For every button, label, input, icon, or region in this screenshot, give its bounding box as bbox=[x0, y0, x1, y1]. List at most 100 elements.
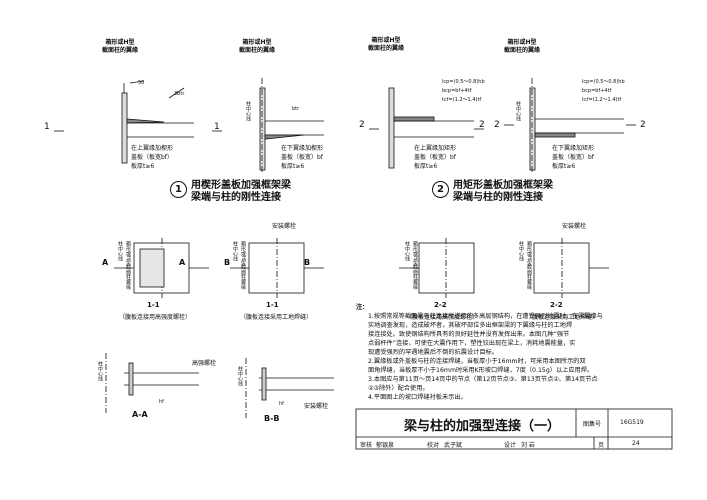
check-name: 武子斌 bbox=[444, 442, 463, 449]
section-mark-1-left: 1 bbox=[44, 122, 50, 132]
section-mark-2-right-b: 2 bbox=[640, 120, 646, 130]
note-wedge-top-3: 板厚t≥6 bbox=[131, 163, 155, 170]
mark-A-right: A bbox=[179, 258, 186, 267]
caption-3: （腹板连接用高强度螺栓） bbox=[406, 314, 479, 321]
note-wedge-2: 盖板（板宽）bf bbox=[281, 154, 323, 161]
note-line-5: 现遭受强烈的罕遇地震后不倒的抗震设计目标。 bbox=[368, 349, 498, 356]
dim-3btr: 3btr bbox=[174, 91, 185, 97]
mid-axis-label-4: 柱中心线 bbox=[518, 241, 524, 261]
detail-4-title: 箱形或H型 截面柱的翼缘 bbox=[504, 39, 541, 54]
note-wedge-1: 在下翼缘加楔形 bbox=[281, 145, 324, 152]
mid-flange-label-3: 箱形或H型截面柱翼缘 bbox=[412, 241, 418, 290]
formula-lcp: lcp=(0.5～0.8)hb bbox=[442, 79, 485, 85]
dim-50: 50 bbox=[138, 80, 145, 86]
dim-btr: btr bbox=[292, 106, 300, 112]
design-label: 设计 bbox=[504, 442, 517, 449]
detail-number-1: 1 bbox=[170, 181, 187, 198]
section-label-1-1: 1-1 bbox=[147, 301, 160, 309]
formula-tcf: tcf=(1.2～1.4)tf bbox=[442, 97, 482, 103]
detail-1-lines bbox=[54, 80, 222, 164]
drawing-sheet: 箱形或H型 截面柱的翼缘 箱形或H型 截面柱的翼缘 箱形或H型 截面柱的翼缘 箱… bbox=[34, 33, 674, 467]
mark-A-left: A bbox=[102, 258, 109, 267]
section-title-1-line2: 梁端与柱的刚性连接 bbox=[191, 192, 281, 203]
detail-4-lines bbox=[504, 78, 636, 173]
section-label-1-1b: 1-1 bbox=[266, 301, 279, 309]
formula-tcf-2: tcf=(1.2～1.4)tf bbox=[582, 97, 622, 103]
hf-label-1: hf bbox=[159, 399, 164, 405]
note-line-6: 2.翼缘板或外盖板与柱的连接焊缝，当板厚小于16mm时，可采用本图所示的双 bbox=[368, 358, 586, 365]
formula-bcp-2: bcp=bf+4tf bbox=[582, 88, 612, 94]
section-title-1-line1: 用楔形盖板加强框架梁 bbox=[191, 180, 291, 191]
note-line-1: 1.按照常规等截面梁与柱连接所进行的多高层钢结构，在遭受强烈地震时，在梁翼缘与 bbox=[368, 313, 603, 320]
note-line-7: 面角焊缝，当板厚不小于16mm时采用K形坡口焊缝，7度（0.15g）以上应用焊。 bbox=[368, 367, 594, 374]
note-line-3: 接连接处。致使钢结构所具有的良好延性并没有发挥出来。本图几种“强节 bbox=[368, 331, 570, 338]
detail-2-lines bbox=[259, 78, 324, 173]
atlas-number: 16G519 bbox=[620, 419, 644, 426]
check-label: 校对 bbox=[427, 442, 440, 449]
note-wedge-3: 板厚t≥6 bbox=[281, 163, 305, 170]
mid-axis-label-3: 柱中心线 bbox=[404, 241, 410, 261]
mid-axis-label-1: 柱中心线 bbox=[117, 241, 123, 261]
mid-axis-label-2: 柱中心线 bbox=[232, 241, 238, 261]
note-rect-3: 板厚t≥6 bbox=[414, 163, 438, 170]
hf-label-2: hf bbox=[279, 401, 284, 407]
formula-bcp: bcp=bf+4tf bbox=[442, 88, 472, 94]
note-wedge-top-1: 在上翼缘加楔形 bbox=[131, 145, 174, 152]
detail-2-title: 箱形或H型 截面柱的翼缘 bbox=[239, 39, 276, 54]
atlas-label: 图集号 bbox=[583, 421, 602, 428]
mid-flange-label-1: 箱形或H型截面柱翼缘 bbox=[125, 241, 131, 290]
detail-1-title: 箱形或H型 截面柱的翼缘 bbox=[102, 39, 139, 54]
note-rect-4: 在下翼缘加矩形 bbox=[552, 145, 595, 152]
section-label-B-B: B-B bbox=[264, 414, 280, 423]
mark-B-left: B bbox=[224, 258, 231, 267]
review-label: 审核 bbox=[360, 442, 373, 449]
caption-1: （腹板连接用高强度螺栓） bbox=[119, 314, 192, 321]
bottom-axis-label-1: 柱中心线 bbox=[97, 361, 103, 381]
notes-heading: 注： bbox=[356, 304, 369, 311]
page-number: 24 bbox=[632, 440, 640, 447]
page-label: 页 bbox=[598, 442, 605, 449]
section-label-A-A: A-A bbox=[132, 410, 148, 419]
detail-number-2: 2 bbox=[432, 181, 449, 198]
mid-flange-label-2: 箱形或H型截面柱翼缘 bbox=[240, 241, 246, 290]
section-mark-2-right: 2 bbox=[479, 120, 485, 130]
section-title-2-line1: 用矩形盖板加强框架梁 bbox=[453, 180, 553, 191]
bottom-section-lines bbox=[105, 353, 334, 418]
design-name: 刘 岩 bbox=[521, 442, 535, 449]
note-wedge-top-2: 盖板（板宽bf） bbox=[131, 154, 173, 161]
section-mark-1-right: 1 bbox=[214, 122, 220, 132]
note-rect-2: 盖板（板宽）bf bbox=[414, 154, 456, 161]
formula-lcp-2: lcp=(0.5～0.8)hb bbox=[582, 79, 625, 85]
note-line-8: 3.本图应与第11页～页14页中的节点（第12页节点③、第13页节点②、第14页… bbox=[368, 376, 598, 383]
note-rect-6: 板厚t≥6 bbox=[552, 163, 576, 170]
axis-label-top-2: 柱中心线 bbox=[245, 101, 251, 121]
section-label-2-2: 2-2 bbox=[434, 301, 447, 309]
drawing-title: 梁与柱的加强型连接（一） bbox=[404, 419, 561, 434]
note-rect-5: 盖板（板宽）bf bbox=[552, 154, 594, 161]
section-title-2-line2: 梁端与柱的刚性连接 bbox=[453, 192, 543, 203]
bolt-hs-label: 高强螺栓 bbox=[192, 360, 217, 367]
note-line-9: ②③除外）配合使用。 bbox=[368, 385, 429, 392]
mid-flange-label-4: 箱形或H型截面柱翼缘 bbox=[526, 241, 532, 290]
bolt-inst-label: 安装螺栓 bbox=[304, 403, 329, 410]
titleblock-lines bbox=[355, 408, 673, 450]
section-mark-2-left-b: 2 bbox=[494, 120, 500, 130]
section-label-2-2b: 2-2 bbox=[550, 301, 563, 309]
bolt-label-2: 安装螺栓 bbox=[562, 223, 587, 230]
mark-B-right: B bbox=[304, 258, 311, 267]
detail-3-title: 箱形或H型 截面柱的翼缘 bbox=[368, 37, 405, 52]
detail-3-lines bbox=[369, 87, 484, 169]
note-rect-1: 在上翼缘加矩形 bbox=[414, 145, 457, 152]
caption-2: （腹板连接采用工地焊缝） bbox=[240, 314, 313, 321]
mid-section-lines bbox=[114, 238, 609, 298]
axis-label-top-4: 柱中心线 bbox=[515, 101, 521, 121]
section-mark-2-left: 2 bbox=[359, 120, 365, 130]
note-line-4: 点弱杆件”连接，可使在大震作用下，塑性铰出现在梁上，消耗地震能量，实 bbox=[368, 340, 576, 347]
caption-4: （腹板连接采用工地焊缝） bbox=[526, 314, 599, 321]
bolt-label-1: 安装螺栓 bbox=[272, 223, 297, 230]
bottom-axis-label-2: 柱中心线 bbox=[237, 366, 243, 386]
drawing-linework bbox=[54, 78, 673, 450]
note-line-10: 4.平面图上的坡口焊缝衬板未示出。 bbox=[368, 394, 467, 401]
note-line-2: 实地调查发现，造成破坏者，其破坏部位多出框架梁的下翼缘与柱的工地焊 bbox=[368, 322, 573, 329]
review-name: 郁银泉 bbox=[376, 442, 395, 449]
